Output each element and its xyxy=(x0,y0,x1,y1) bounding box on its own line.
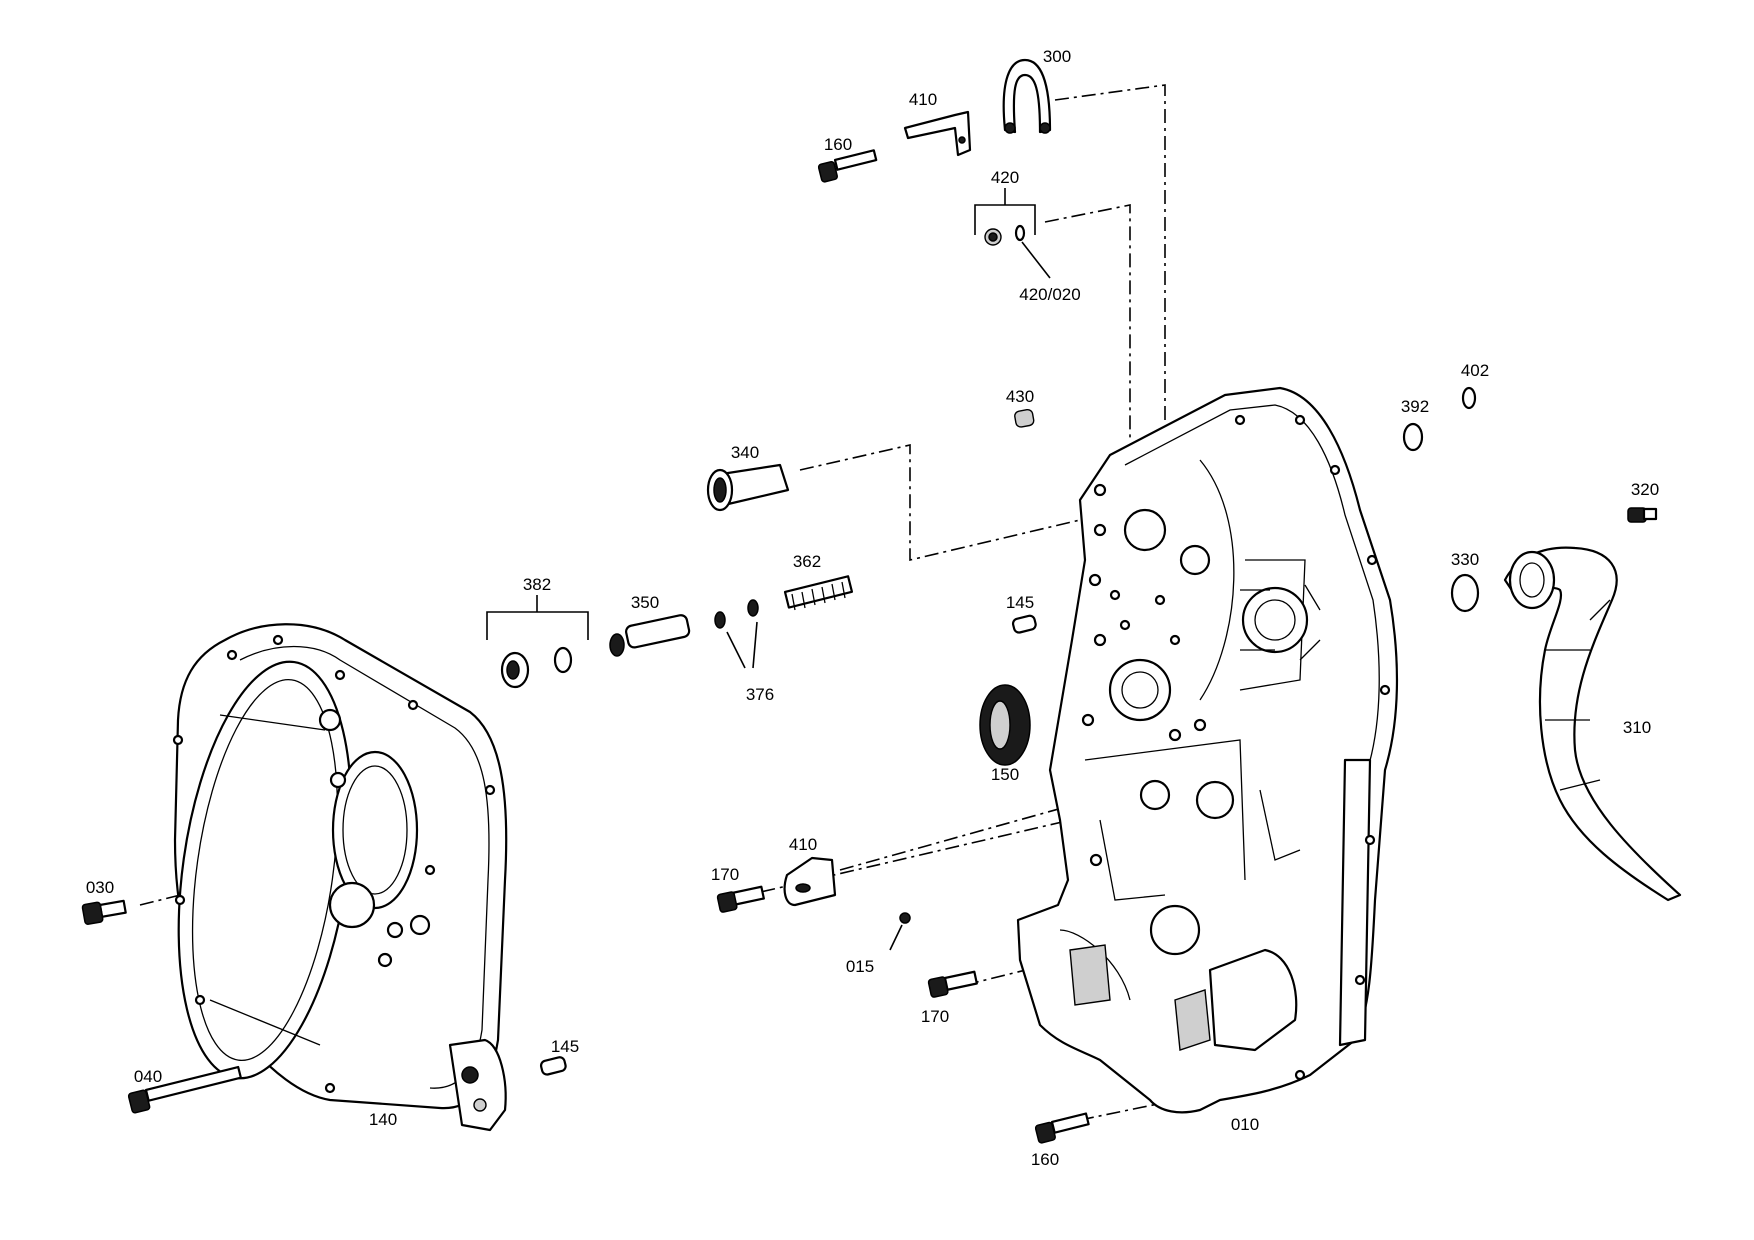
label-170-left: 170 xyxy=(711,865,739,884)
label-040: 040 xyxy=(134,1067,162,1086)
label-010: 010 xyxy=(1231,1115,1259,1134)
label-320: 320 xyxy=(1631,480,1659,499)
part-labels: 300 410 160 420 420/020 430 340 382 350 … xyxy=(86,47,1659,1169)
label-350: 350 xyxy=(631,593,659,612)
flywheel-housing-140 xyxy=(172,623,508,1132)
spring-362 xyxy=(783,575,854,611)
label-150: 150 xyxy=(991,765,1019,784)
label-410-lower: 410 xyxy=(789,835,817,854)
small-parts xyxy=(81,58,1682,1144)
label-392: 392 xyxy=(1401,397,1429,416)
label-015: 015 xyxy=(846,957,874,976)
label-160-top: 160 xyxy=(824,135,852,154)
housing-bolt-holes xyxy=(172,634,496,1094)
label-145-upper: 145 xyxy=(1006,593,1034,612)
label-430: 430 xyxy=(1006,387,1034,406)
label-300: 300 xyxy=(1043,47,1071,66)
transmission-housing-010 xyxy=(1016,386,1399,1114)
label-310: 310 xyxy=(1623,718,1651,737)
label-420-020: 420/020 xyxy=(1019,285,1080,304)
label-382: 382 xyxy=(523,575,551,594)
label-145-lower: 145 xyxy=(551,1037,579,1056)
label-160-bottom: 160 xyxy=(1031,1150,1059,1169)
label-420: 420 xyxy=(991,168,1019,187)
label-362: 362 xyxy=(793,552,821,571)
label-340: 340 xyxy=(731,443,759,462)
label-402: 402 xyxy=(1461,361,1489,380)
label-030: 030 xyxy=(86,878,114,897)
label-330: 330 xyxy=(1451,550,1479,569)
label-376: 376 xyxy=(746,685,774,704)
label-170-center: 170 xyxy=(921,1007,949,1026)
label-140: 140 xyxy=(369,1110,397,1129)
label-410-top: 410 xyxy=(909,90,937,109)
housing-bolt-holes-right xyxy=(1081,414,1391,1081)
pipe-310 xyxy=(1503,546,1682,902)
